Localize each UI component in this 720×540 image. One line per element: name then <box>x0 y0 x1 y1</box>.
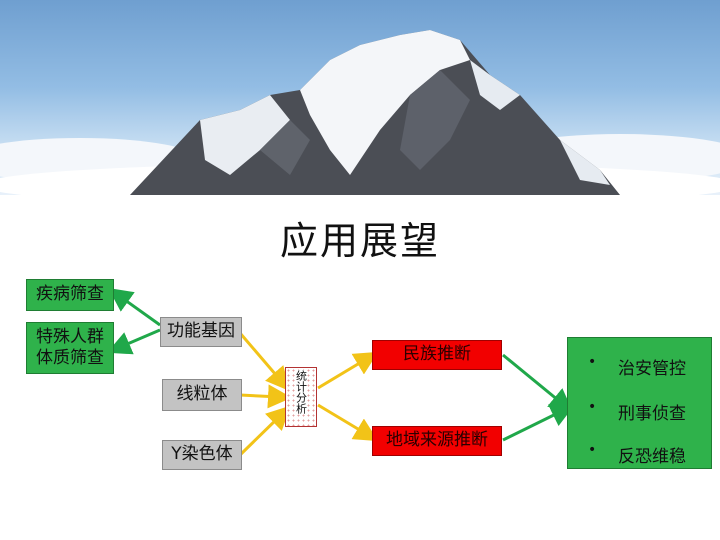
arrow-gene-to-population <box>106 328 161 355</box>
special-population-box: 特殊人群体质筛查 <box>26 322 114 374</box>
arrow-region-to-panel <box>502 404 575 442</box>
y-chromosome-box: Y染色体 <box>162 440 242 470</box>
application-label: 刑事侦查 <box>618 404 686 424</box>
bullet: • <box>588 442 597 458</box>
arrow-stat-to-region <box>317 403 379 442</box>
mountain-image <box>0 30 720 195</box>
mountain-banner <box>0 0 720 195</box>
arrow-mito-to-stat <box>239 384 292 409</box>
arrow-ethnicity-to-panel <box>502 353 574 413</box>
stat-analysis-label: 统计分析 <box>294 370 308 414</box>
bullet: • <box>588 399 597 415</box>
arrow-y-to-stat <box>238 405 291 457</box>
ethnicity-inference-box: 民族推断 <box>372 340 502 370</box>
application-label: 反恐维稳 <box>618 447 686 467</box>
page-title: 应用展望 <box>279 219 440 263</box>
region-inference-label: 地域来源推断 <box>386 430 488 451</box>
arrow-gene-to-disease <box>108 288 161 327</box>
application-panel: • 治安管控 • 刑事侦查 • 反恐维稳 <box>567 337 712 469</box>
special-population-label: 特殊人群体质筛查 <box>36 326 104 368</box>
application-label: 治安管控 <box>618 359 686 379</box>
functional-gene-box: 功能基因 <box>160 317 242 347</box>
mitochondria-label: 线粒体 <box>176 384 228 405</box>
stat-analysis-box: 统计分析 <box>285 367 317 427</box>
mitochondria-box: 线粒体 <box>162 379 242 411</box>
bullet: • <box>588 354 597 370</box>
ethnicity-inference-label: 民族推断 <box>403 344 471 365</box>
disease-screening-label: 疾病筛查 <box>36 284 104 305</box>
region-inference-box: 地域来源推断 <box>372 426 502 456</box>
disease-screening-box: 疾病筛查 <box>26 279 114 311</box>
functional-gene-label: 功能基因 <box>167 321 235 342</box>
arrow-stat-to-ethnicity <box>317 351 379 390</box>
arrow-gene-to-stat <box>238 332 290 392</box>
y-chromosome-label: Y染色体 <box>171 444 233 465</box>
